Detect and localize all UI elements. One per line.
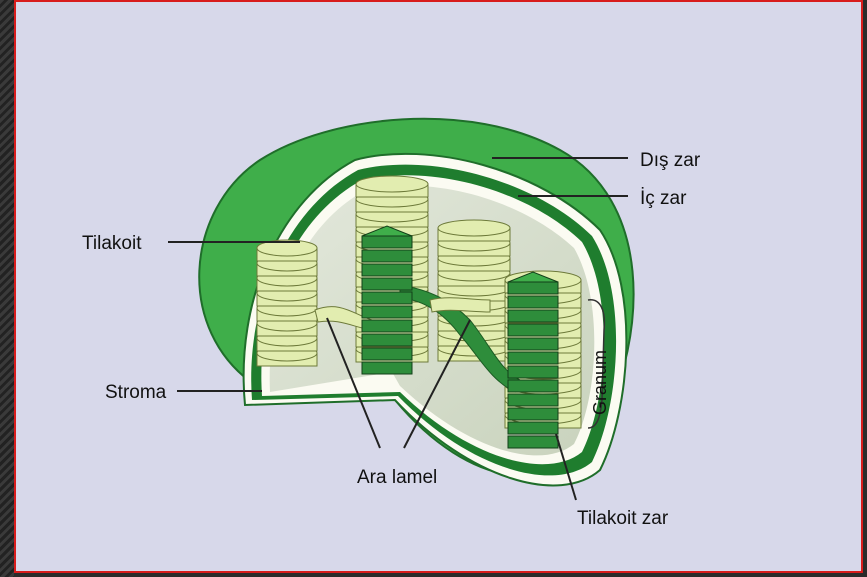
cut-thylakoid — [362, 292, 412, 304]
cut-thylakoid — [362, 264, 412, 276]
cut-thylakoid — [508, 394, 558, 406]
cut-thylakoid — [508, 324, 558, 336]
label-tilakoit: Tilakoit — [82, 233, 142, 254]
cut-thylakoid — [508, 282, 558, 294]
cut-thylakoid — [508, 436, 558, 448]
label-ic-zar: İç zar — [640, 188, 687, 209]
label-ara-lamel: Ara lamel — [357, 467, 437, 488]
label-stroma: Stroma — [105, 382, 167, 403]
cut-thylakoid — [508, 408, 558, 420]
granum-left — [257, 240, 317, 366]
cut-thylakoid — [508, 380, 558, 392]
label-tilakoit-zar: Tilakoit zar — [577, 508, 669, 529]
cut-thylakoid — [362, 236, 412, 248]
cut-granum-right — [508, 272, 558, 448]
cut-granum-middle — [362, 226, 412, 374]
thylakoid-disc-top — [438, 220, 510, 236]
cut-thylakoid — [362, 250, 412, 262]
stroma-lamella-3 — [430, 298, 490, 312]
cut-thylakoid — [508, 352, 558, 364]
cut-thylakoid — [508, 338, 558, 350]
cut-thylakoid — [362, 306, 412, 318]
cut-thylakoid — [508, 310, 558, 322]
cut-thylakoid — [508, 366, 558, 378]
label-dis-zar: Dış zar — [640, 150, 701, 171]
cut-thylakoid — [362, 320, 412, 332]
cut-thylakoid — [362, 334, 412, 346]
label-granum: Granum — [590, 350, 610, 415]
thylakoid-disc-top — [356, 176, 428, 192]
cut-thylakoid — [362, 278, 412, 290]
cut-thylakoid — [508, 296, 558, 308]
cut-thylakoid — [362, 348, 412, 360]
cut-thylakoid — [362, 362, 412, 374]
cut-thylakoid — [508, 422, 558, 434]
